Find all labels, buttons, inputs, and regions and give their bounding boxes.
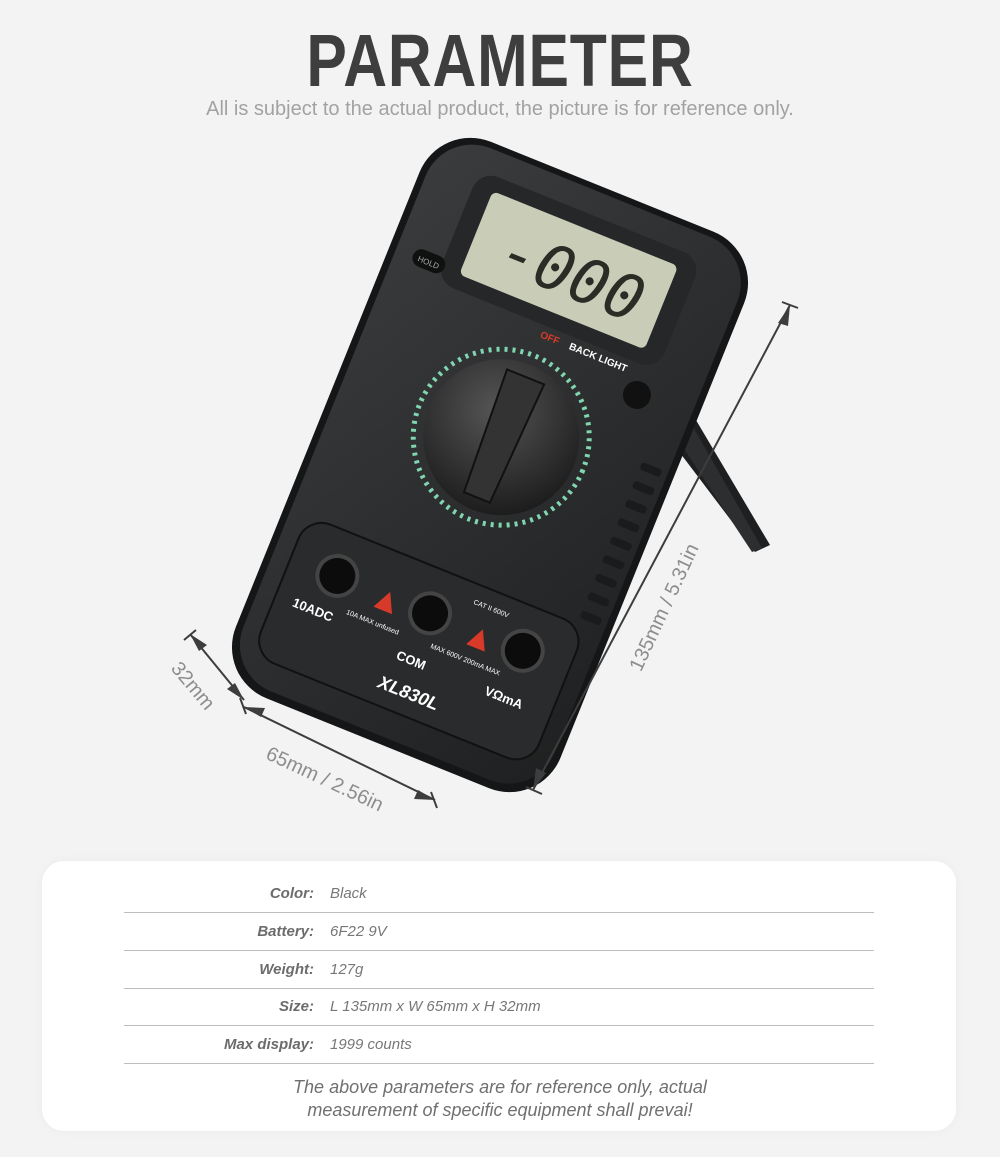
spec-label: Size:: [278, 998, 314, 1015]
spec-value: 1999 counts: [330, 1036, 412, 1053]
spec-label: Battery:: [257, 923, 314, 940]
spec-value: Black: [330, 885, 367, 902]
spec-row-weight: Weight: 127g: [124, 951, 874, 989]
spec-value: 6F22 9V: [330, 923, 387, 940]
disclaimer-line-1: The above parameters are for reference o…: [293, 1077, 707, 1097]
spec-label: Color:: [269, 885, 314, 902]
page-title: PARAMETER: [306, 19, 694, 102]
hold-button: [412, 249, 446, 274]
page-subtitle: All is subject to the actual product, th…: [206, 98, 794, 120]
depth-dimension: 32mm: [166, 658, 219, 715]
spec-card: Color: Black Battery: 6F22 9V Weight: 12…: [42, 861, 956, 1131]
spec-label: Max display:: [223, 1036, 314, 1053]
width-dimension: 65mm / 2.56in: [262, 743, 386, 816]
jack-com: [408, 591, 453, 636]
disclaimer-note: The above parameters are for reference o…: [0, 1076, 1000, 1122]
backlight-button: [622, 380, 651, 409]
spec-row-color: Color: Black: [124, 875, 874, 913]
spec-label: Weight:: [259, 961, 314, 978]
spec-row-size: Size: L 135mm x W 65mm x H 32mm: [124, 988, 874, 1026]
spec-value: L 135mm x W 65mm x H 32mm: [330, 998, 541, 1015]
jack-vohma: [500, 628, 545, 673]
spec-row-battery: Battery: 6F22 9V: [124, 913, 874, 951]
spec-row-max-display: Max display: 1999 counts: [124, 1026, 874, 1064]
multimeter-product-image: -000 HOLD BACK LIGHT OFF 10ADC COM VΩmA …: [166, 137, 799, 816]
spec-value: 127g: [330, 961, 364, 978]
disclaimer-line-2: measurement of specific equipment shall …: [307, 1100, 693, 1120]
jack-10adc: [315, 553, 360, 598]
lcd-screen: [460, 192, 677, 348]
